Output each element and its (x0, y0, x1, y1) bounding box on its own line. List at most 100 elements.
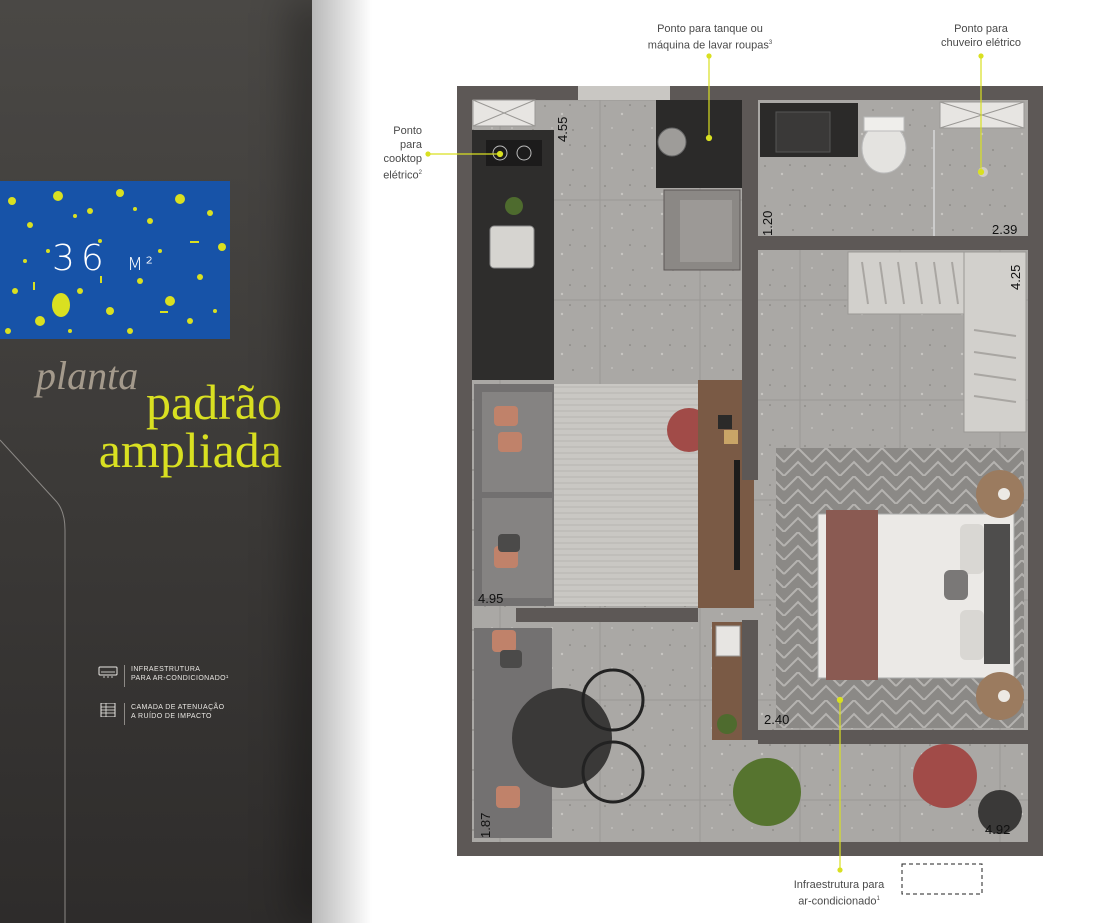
callout-text: Infraestrutura para (793, 879, 885, 891)
cooktop-burner (516, 145, 532, 161)
dimension-label: 4.25 (1008, 265, 1023, 290)
kitchen-window (578, 86, 670, 100)
footnote-mark: 1 (876, 896, 880, 902)
wall (842, 236, 1028, 250)
title-line-1: padrão (145, 374, 282, 430)
dimension-label: 2.39 (992, 222, 1017, 237)
area-unit: M² (127, 254, 157, 275)
callout-dot (836, 696, 844, 704)
callout-ac: Infraestrutura para ar-condicionado1 (778, 878, 900, 909)
air-conditioner-icon (98, 666, 118, 678)
plant-icon (733, 758, 801, 826)
dimension-label: 1.20 (760, 211, 775, 236)
legend-label: INFRAESTRUTURA PARA AR-CONDICIONADO¹ (131, 665, 229, 683)
speckle-pattern (5, 189, 226, 334)
window (715, 625, 741, 657)
callout-dot (978, 53, 984, 59)
legend-label-line: A RUÍDO DE IMPACTO (131, 713, 212, 720)
armchair (913, 744, 977, 808)
callout-text: Ponto para (954, 23, 1008, 35)
callout-dot (705, 134, 713, 142)
pillow (944, 570, 968, 600)
bed-throw (826, 510, 878, 680)
pillow (500, 650, 522, 668)
area-badge (0, 181, 230, 339)
callout-washer: Ponto para tanque ou máquina de lavar ro… (630, 22, 790, 53)
callout-text: Ponto para tanque ou (657, 23, 763, 35)
area-label: 36 M² (52, 238, 156, 279)
area-number: 36 (52, 238, 110, 279)
legend-item-ac: INFRAESTRUTURA PARA AR-CONDICIONADO¹ (98, 665, 288, 687)
title-script: planta (36, 353, 139, 398)
legend-item-impact-noise: CAMADA DE ATENUAÇÃO A RUÍDO DE IMPACTO (98, 703, 288, 725)
wall (742, 250, 758, 480)
brochure-side-panel: planta padrão ampliada INFRAESTRUTURA PA… (0, 0, 312, 923)
callout-text: ar-condicionado (798, 895, 877, 908)
pillow (496, 786, 520, 808)
window-cross (939, 101, 1025, 129)
window-cross (472, 99, 536, 127)
cooktop-burner (492, 145, 508, 161)
title-line-2: ampliada (98, 422, 282, 478)
callout-text-line: elétrico2 (360, 166, 422, 183)
headboard-pillows (984, 524, 1010, 664)
lamp (998, 690, 1010, 702)
wall (758, 730, 1028, 744)
callout-cooktop: Ponto para cooktop elétrico2 (360, 124, 422, 183)
book (724, 430, 738, 444)
dining-table (512, 688, 612, 788)
plant-icon (717, 714, 737, 734)
lamp (718, 415, 732, 429)
kitchen-sink (489, 225, 535, 269)
legend-separator (124, 665, 125, 687)
callout-shower: Ponto para chuveiro elétrico (926, 22, 1036, 50)
wall (758, 236, 848, 250)
wall (742, 620, 758, 740)
sliding-door-wall (516, 608, 698, 622)
toilet-tank (863, 116, 905, 132)
chair (581, 740, 645, 804)
dimension-label: 4.55 (555, 117, 570, 142)
plan-title: padrão ampliada (52, 374, 282, 478)
dimension-label: 1.87 (478, 813, 493, 838)
callout-text-line: máquina de lavar roupas3 (630, 36, 790, 53)
side-table (978, 790, 1022, 834)
callout-dot (425, 151, 431, 157)
callout-text-line: ar-condicionado1 (778, 892, 900, 909)
washing-machine (657, 127, 687, 157)
legend-label-line: PARA AR-CONDICIONADO¹ (131, 675, 229, 682)
impact-noise-layer-icon (100, 703, 116, 717)
dimension-label: 4.92 (985, 822, 1010, 837)
tv (734, 460, 740, 570)
callout-text: máquina de lavar roupas (647, 39, 769, 52)
callout-dot (837, 867, 843, 873)
legend-label-line: CAMADA DE ATENUAÇÃO (131, 704, 225, 711)
chair (581, 668, 645, 732)
decorative-line (0, 439, 66, 923)
callout-text: Ponto (393, 125, 422, 137)
callout-dot (977, 168, 985, 176)
callout-text: elétrico (383, 169, 419, 182)
lamp (998, 488, 1010, 500)
legend: INFRAESTRUTURA PARA AR-CONDICIONADO¹ CAM… (98, 665, 288, 741)
pillow (960, 610, 984, 660)
pillow (492, 630, 516, 652)
footnote-mark: 2 (418, 170, 422, 176)
bathroom-sink (775, 111, 831, 153)
ac-condenser-placeholder (901, 863, 983, 895)
legend-separator (124, 703, 125, 725)
wall (742, 100, 758, 275)
dimension-label: 2.40 (764, 712, 789, 727)
footnote-mark: 3 (768, 40, 773, 46)
legend-label-line: INFRAESTRUTURA (131, 666, 201, 673)
pillow (498, 534, 520, 552)
callout-text: para (399, 139, 422, 151)
pillow (960, 524, 984, 574)
callout-text: chuveiro elétrico (940, 37, 1022, 49)
callout-text: cooktop (383, 153, 422, 165)
dimension-label: 4.95 (478, 591, 503, 606)
cooktop (486, 140, 542, 166)
callout-dot (496, 150, 504, 158)
plant-icon (505, 197, 523, 215)
